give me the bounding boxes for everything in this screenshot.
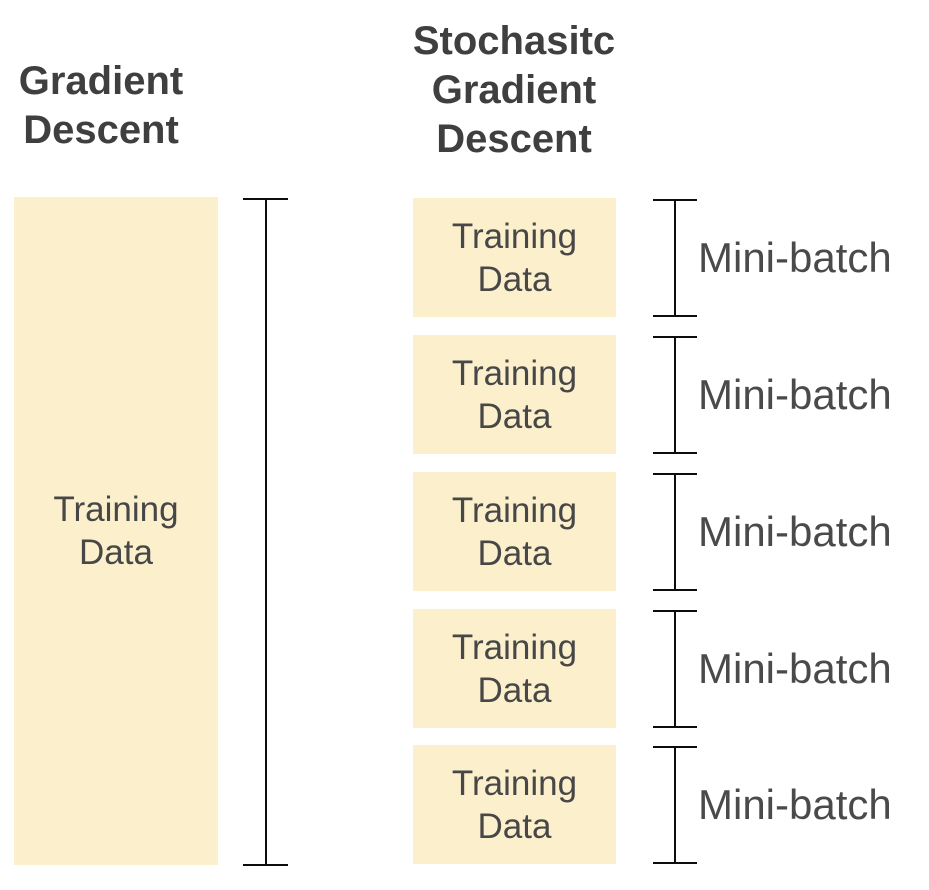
minibatch-bracket (653, 610, 697, 728)
minibatch-label: Mini-batch (698, 507, 892, 555)
minibatch-label: Mini-batch (698, 780, 892, 828)
minibatch-bracket (653, 746, 697, 864)
sgd-training-data-box: Training Data (413, 472, 616, 591)
minibatch-label: Mini-batch (698, 233, 892, 281)
gd-training-data-box: Training Data (14, 197, 218, 865)
minibatch-bracket (653, 199, 697, 317)
sgd-training-data-label: Training Data (451, 490, 578, 573)
bracket-stem (674, 746, 676, 864)
bracket-stem (674, 610, 676, 728)
sgd-training-data-box: Training Data (413, 609, 616, 728)
bracket-tick-bottom (653, 452, 697, 454)
sgd-training-data-box: Training Data (413, 745, 616, 864)
bracket-tick-bottom (653, 589, 697, 591)
sgd-training-data-label: Training Data (451, 353, 578, 436)
sgd-training-data-label: Training Data (451, 627, 578, 710)
bracket-tick-bottom (653, 726, 697, 728)
sgd-training-data-box: Training Data (413, 198, 616, 317)
bracket-tick-bottom (653, 862, 697, 864)
bracket-stem (264, 198, 267, 866)
minibatch-label: Mini-batch (698, 644, 892, 692)
bracket-tick-bottom (653, 315, 697, 317)
sgd-training-data-label: Training Data (451, 763, 578, 846)
stochastic-gradient-descent-title: Stochasitc Gradient Descent (412, 19, 616, 161)
gd-training-data-label: Training Data (53, 490, 179, 572)
sgd-training-data-label: Training Data (451, 216, 578, 299)
bracket-stem (674, 473, 676, 591)
bracket-stem (674, 336, 676, 454)
bracket-tick-bottom (243, 864, 288, 866)
minibatch-bracket (653, 336, 697, 454)
sgd-training-data-box: Training Data (413, 335, 616, 454)
bracket-stem (674, 199, 676, 317)
minibatch-bracket (653, 473, 697, 591)
gradient-descent-title: Gradient Descent (18, 59, 184, 152)
gd-full-batch-bracket (243, 198, 288, 866)
minibatch-label: Mini-batch (698, 370, 892, 418)
